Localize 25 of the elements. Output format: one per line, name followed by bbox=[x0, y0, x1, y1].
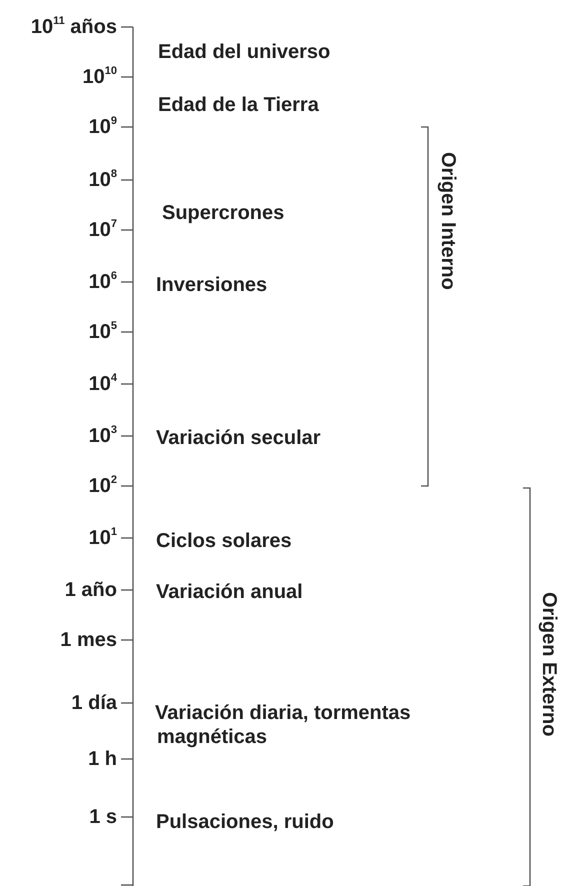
phenomenon-label: Variación anual bbox=[156, 580, 304, 604]
range-label: Origen Externo bbox=[537, 592, 561, 736]
scale-label: 1 mes bbox=[60, 628, 117, 652]
scale-label: 10$^{7}$ bbox=[88, 218, 117, 242]
scale-label: 10$^{4}$ bbox=[88, 372, 117, 396]
scale-label: 10$^{9}$ bbox=[88, 115, 117, 139]
scale-label: 1 s bbox=[89, 805, 117, 829]
phenomenon-label: Edad del universo bbox=[158, 40, 332, 64]
scale-label: 10$^{11}$ años bbox=[30, 15, 117, 39]
scale-label: 1 h bbox=[88, 747, 117, 771]
scale-label: 10$^{6}$ bbox=[88, 270, 117, 294]
scale-label: 1 día bbox=[71, 691, 117, 715]
scale-label: 10$^{8}$ bbox=[88, 168, 117, 192]
phenomenon-label: Edad de la Tierra bbox=[158, 93, 320, 117]
scale-label: 10$^{10}$ bbox=[82, 65, 117, 89]
scale-label: 1 año bbox=[64, 578, 117, 602]
phenomenon-label: Variación secular bbox=[156, 426, 322, 450]
phenomenon-label: Variación diaria, tormentas magnéticas bbox=[157, 701, 412, 749]
range-label: Origen Interno bbox=[436, 152, 460, 290]
phenomenon-label: Pulsaciones, ruido bbox=[156, 810, 335, 834]
phenomenon-label: Ciclos solares bbox=[156, 529, 293, 553]
scale-label: 10$^{3}$ bbox=[88, 424, 117, 448]
scale-label: 10$^{1}$ bbox=[88, 526, 117, 550]
scale-label: 10$^{5}$ bbox=[88, 320, 117, 344]
scale-label: 10$^{2}$ bbox=[88, 474, 117, 498]
